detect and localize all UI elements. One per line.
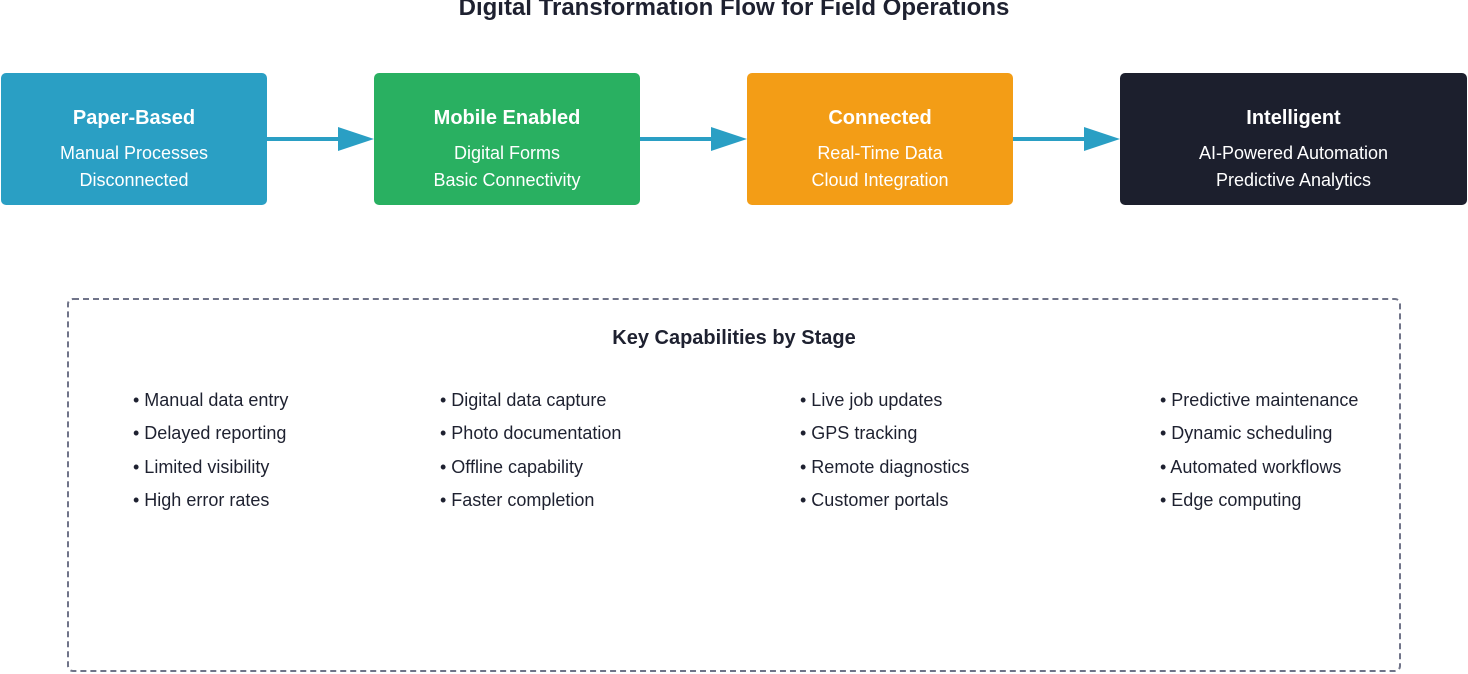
arrow-paper-to-mobile	[267, 127, 374, 151]
capabilities-panel	[67, 298, 1401, 672]
capability-item: • Edge computing	[1160, 489, 1302, 510]
capability-item: • Digital data capture	[440, 390, 607, 410]
diagram-title: Digital Transformation Flow for Field Op…	[458, 0, 1010, 21]
stage-name: Connected	[828, 107, 932, 129]
capability-item: • Manual data entry	[133, 390, 289, 410]
arrow-connected-to-intelligent	[1013, 127, 1120, 151]
stage-detail: Predictive Analytics	[1215, 170, 1372, 190]
capability-item: • High error rates	[133, 489, 270, 510]
capability-item: • Remote diagnostics	[800, 456, 970, 477]
capability-item: • Predictive maintenance	[1160, 390, 1359, 410]
capability-item: • GPS tracking	[800, 423, 918, 444]
capability-column-mobile-enabled: • Digital data capture • Photo documenta…	[440, 389, 621, 522]
capability-item: • Offline capability	[440, 456, 584, 477]
stage-detail: Digital Forms	[453, 143, 560, 163]
capability-item: • Live job updates	[800, 390, 943, 410]
capability-column-paper-based: • Manual data entry • Delayed reporting …	[133, 389, 288, 522]
capability-item: • Photo documentation	[440, 423, 622, 444]
stage-paper-based: Paper-Based Manual Processes Disconnecte…	[1, 73, 267, 205]
stage-detail: AI-Powered Automation	[1198, 143, 1389, 163]
capability-item: • Customer portals	[800, 489, 949, 510]
stage-detail: Disconnected	[79, 170, 189, 190]
capabilities-title: Key Capabilities by Stage	[612, 327, 856, 349]
capability-item: • Faster completion	[440, 489, 595, 510]
capability-column-intelligent: • Predictive maintenance • Dynamic sched…	[1160, 389, 1358, 522]
arrow-mobile-to-connected	[640, 127, 747, 151]
capability-item: • Automated workflows	[1160, 456, 1342, 477]
capability-column-connected: • Live job updates • GPS tracking • Remo…	[800, 389, 969, 522]
stage-detail: Cloud Integration	[811, 170, 949, 190]
capability-item: • Dynamic scheduling	[1160, 423, 1333, 444]
stage-detail: Manual Processes	[59, 143, 209, 163]
capability-item: • Delayed reporting	[133, 423, 287, 444]
stage-mobile-enabled: Mobile Enabled Digital Forms Basic Conne…	[374, 73, 640, 205]
stage-name: Mobile Enabled	[433, 107, 581, 129]
stage-name: Intelligent	[1246, 107, 1341, 129]
stage-name: Paper-Based	[72, 107, 196, 129]
stage-detail: Real-Time Data	[817, 143, 943, 163]
capability-item: • Limited visibility	[133, 456, 270, 477]
stage-connected: Connected Real-Time Data Cloud Integrati…	[747, 73, 1013, 205]
stage-intelligent: Intelligent AI-Powered Automation Predic…	[1120, 73, 1467, 205]
stage-detail: Basic Connectivity	[433, 170, 581, 190]
